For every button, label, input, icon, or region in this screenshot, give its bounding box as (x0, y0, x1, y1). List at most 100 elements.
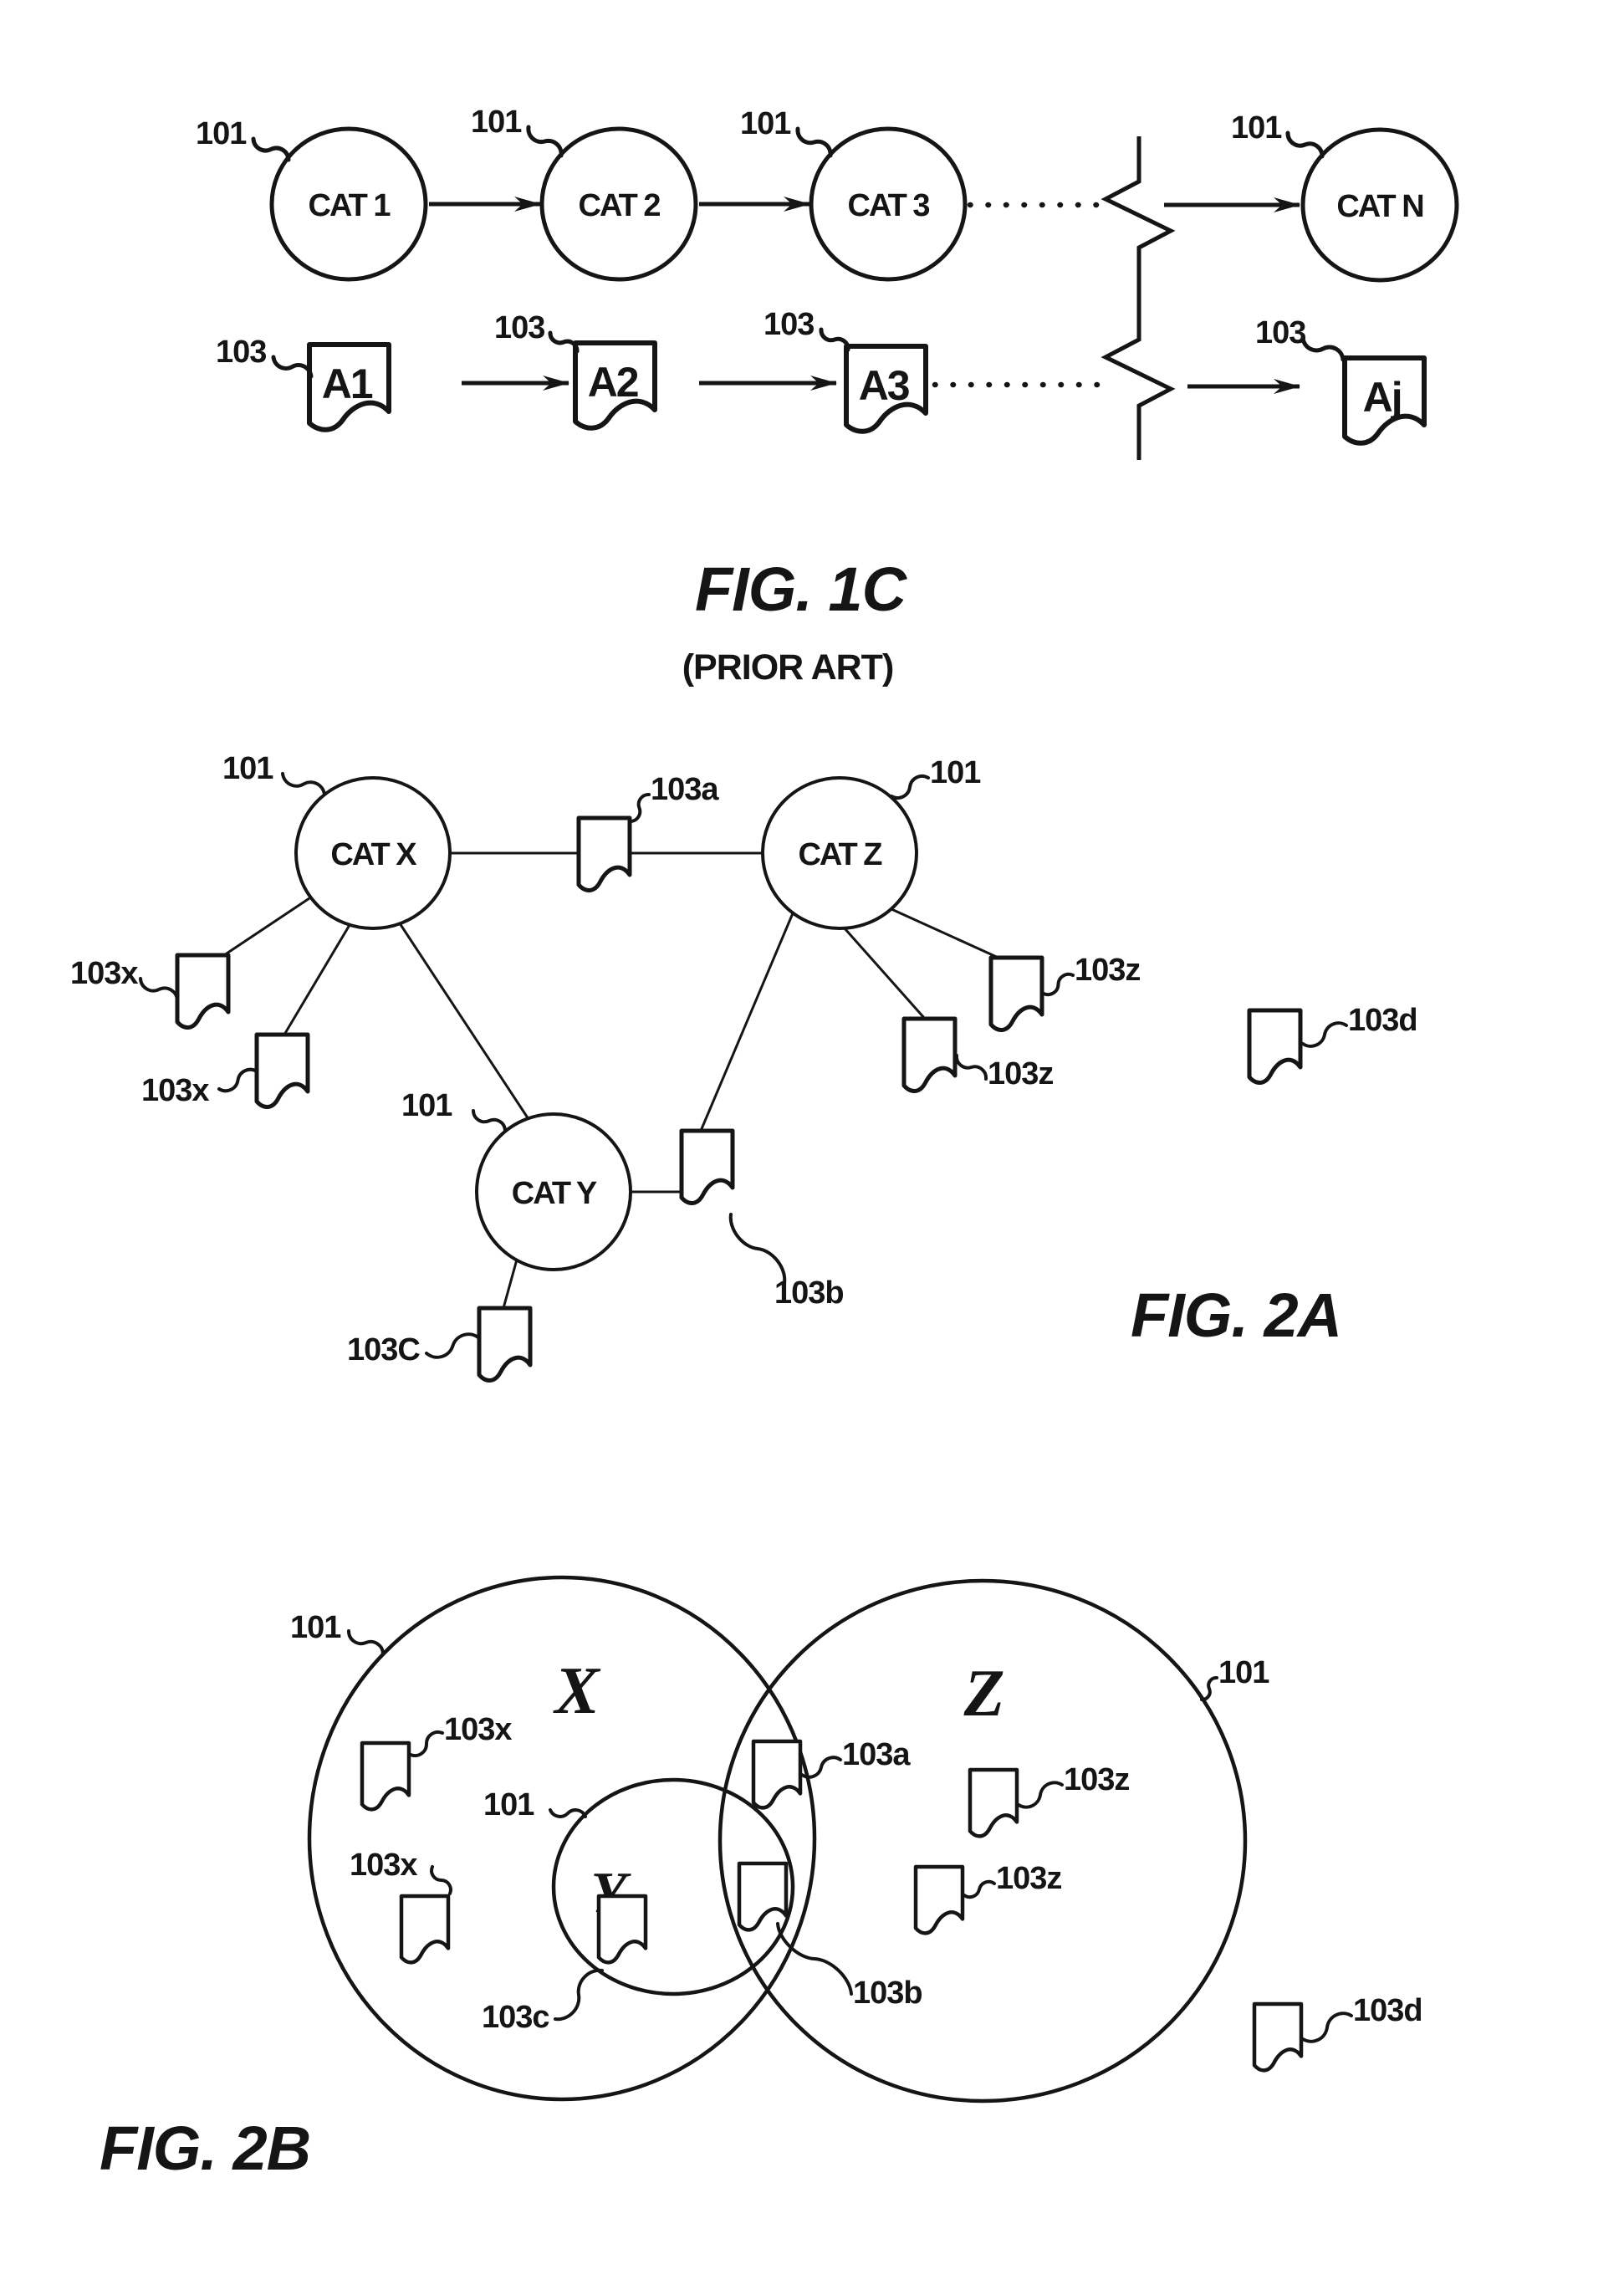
fig-1c-ref-103-6-label: 103 (763, 307, 814, 342)
fig-2a-ref-103b-6-leader (728, 1213, 787, 1285)
fig-2a-edge-2 (223, 897, 310, 957)
doc-103c-icon (477, 1306, 533, 1383)
cat-2-node-label: CAT 2 (579, 188, 661, 223)
cat-z-node (761, 776, 918, 930)
doc-103z-1-icon (988, 955, 1044, 1032)
fig-2a: CAT X CAT Z CAT Y 101 103a 101 103x 103x 101 103b… (70, 751, 1418, 1383)
set-z-label: Z (963, 1657, 1005, 1730)
fig-2b-ref-103d-10-label: 103d (1353, 1993, 1422, 2028)
set-z-circle (718, 1578, 1248, 2104)
fig-2a-ref-103z-8-label: 103z (1075, 953, 1140, 988)
fig-1c-break-symbol-0 (1101, 136, 1176, 460)
fig-2a-edge-6 (891, 907, 1001, 960)
fig-2b-ref-103z-8-leader (1017, 1781, 1064, 1809)
fig-2b-ref-103c-7-label: 103c (482, 2000, 549, 2035)
fig-2a-ref-103a-1-label: 103a (651, 772, 719, 807)
fig-2b-ref-101-0-label: 101 (290, 1610, 341, 1645)
doc-103a-icon (751, 1739, 803, 1810)
set-x-circle (307, 1575, 817, 2102)
fig-1c-ref-103-5-label: 103 (494, 310, 544, 345)
doc-103a-icon (576, 815, 632, 892)
doc-103d-icon (1247, 1008, 1303, 1085)
fig-2a-ref-101-0-label: 101 (222, 751, 273, 786)
fig-1c-ref-103-7-leader (1300, 335, 1346, 362)
doc-103z-2-icon (913, 1864, 965, 1935)
cat-1-node-label: CAT 1 (309, 188, 391, 223)
fig-1c-caption-0: FIG. 1C (695, 555, 908, 624)
fig-2a-ref-103x-3-label: 103x (70, 956, 138, 991)
fig-2a-ref-103a-1-leader (628, 793, 651, 823)
fig-2a-ref-103z-9-label: 103z (988, 1056, 1053, 1091)
doc-aj-icon (1342, 355, 1427, 446)
cat-n-node-label: CAT N (1336, 189, 1422, 224)
fig-1c-ref-101-2-leader (795, 126, 833, 158)
fig-1c-ref-101-1-label: 101 (471, 105, 522, 140)
doc-a2-label: A2 (588, 359, 638, 406)
cat-1-node (269, 126, 428, 282)
fig-2b-ref-103z-8-label: 103z (1064, 1762, 1129, 1797)
fig-2b-ref-103x-3-leader (409, 1730, 444, 1757)
cat-3-node-label: CAT 3 (848, 188, 930, 223)
fig-2a-ref-101-5-leader (472, 1109, 507, 1132)
fig-2b-ref-103x-3-label: 103x (444, 1712, 512, 1747)
fig-2a-ref-103c-7-leader (425, 1332, 481, 1359)
fig-2b-ref-103a-5-leader (800, 1756, 842, 1779)
fig-2a-ref-103x-4-label: 103x (141, 1073, 209, 1108)
doc-a2-icon (573, 340, 657, 431)
cat-x-node (294, 776, 452, 930)
fig-2b-ref-103b-6-label: 103b (853, 1976, 922, 2011)
doc-103b-icon (737, 1861, 789, 1932)
fig-1c-caption-1: (PRIOR ART) (682, 647, 894, 688)
fig-2a-ref-103b-6-label: 103b (774, 1275, 844, 1311)
fig-2b-ref-103b-6-leader (776, 1922, 853, 1996)
fig-2a-ref-103d-10-label: 103d (1348, 1003, 1417, 1038)
doc-a3-icon (844, 344, 928, 434)
fig-1c-ref-101-3-label: 101 (1231, 110, 1282, 146)
doc-103x-1-icon (175, 953, 231, 1030)
cat-y-node (475, 1112, 632, 1271)
fig-1c-ref-101-0-leader (251, 136, 291, 162)
cat-n-node (1300, 127, 1459, 283)
doc-103b-icon (679, 1128, 735, 1205)
fig-2b-ref-103d-10-leader (1301, 2012, 1353, 2043)
fig-2b-ref-101-1-label: 101 (1218, 1655, 1269, 1690)
fig-2a-ref-101-2-leader (890, 774, 930, 800)
set-x-label: X (552, 1654, 600, 1728)
fig-2b-ref-103a-5-label: 103a (842, 1737, 911, 1772)
fig-2b-ref-103x-4-label: 103x (350, 1848, 417, 1883)
doc-aj-label: Aj (1363, 374, 1402, 421)
fig-2a-ref-103z-9-leader (954, 1054, 988, 1081)
fig-1c-ref-101-1-leader (526, 125, 564, 158)
fig-1c-ref-101-3-leader (1285, 130, 1325, 159)
fig-2a-ref-101-0-leader (281, 772, 326, 796)
fig-2a-ref-103c-7-label: 103C (347, 1332, 420, 1367)
doc-a1-icon (307, 342, 391, 432)
doc-a3-label: A3 (859, 362, 909, 409)
fig-2a-edge-9 (502, 1259, 518, 1309)
cat-y-node-label: CAT Y (512, 1176, 597, 1211)
cat-z-node-label: CAT Z (798, 837, 882, 872)
fig-2b-ref-103z-9-leader (963, 1879, 996, 1899)
set-y-circle (551, 1777, 795, 1996)
fig-1c-ref-103-7-label: 103 (1255, 315, 1305, 350)
fig-1c-ref-103-4-leader (271, 355, 314, 379)
fig-2a-ref-103d-10-leader (1301, 1021, 1348, 1048)
doc-103d-icon (1252, 2001, 1304, 2073)
fig-1c-ref-103-4-label: 103 (216, 335, 266, 370)
fig-2a-ref-103x-3-leader (139, 977, 179, 1002)
fig-2a-ref-101-5-label: 101 (401, 1088, 452, 1123)
fig-2b-ref-101-1-leader (1200, 1676, 1218, 1701)
doc-103x-2-icon (399, 1894, 451, 1965)
doc-103c-icon (596, 1894, 648, 1965)
fig-2a-ref-103x-4-leader (217, 1067, 258, 1093)
fig-1c-ref-103-6-leader (819, 327, 850, 352)
fig-2b-caption-0: FIG. 2B (100, 2114, 310, 2183)
cat-x-node-label: CAT X (330, 837, 417, 872)
fig-2a-ref-101-2-label: 101 (930, 755, 981, 790)
fig-1c-ref-103-5-leader (548, 330, 580, 354)
fig-2b-ref-103c-7-leader (554, 1968, 604, 2022)
